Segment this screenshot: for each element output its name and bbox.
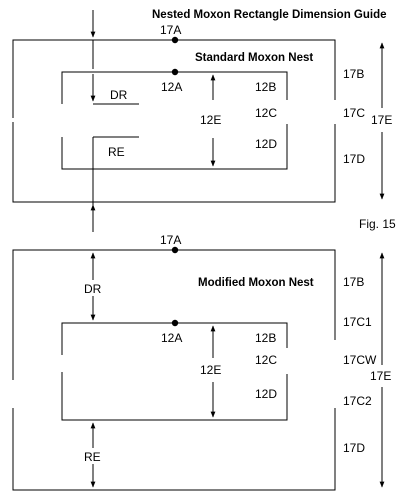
label-17c: 17C: [343, 106, 365, 120]
label-12d: 12D: [255, 137, 277, 151]
label-17a: 17A: [160, 23, 181, 37]
label-17a-modified: 17A: [160, 233, 181, 247]
label-17b-modified: 17B: [343, 275, 364, 289]
label-dr-modified: DR: [84, 282, 102, 296]
label-17c2: 17C2: [343, 394, 372, 408]
feed-point-17-dot: [171, 36, 179, 44]
label-12a: 12A: [161, 80, 182, 94]
label-12c: 12C: [255, 106, 277, 120]
label-17e-modified: 17E: [370, 369, 391, 383]
label-12b: 12B: [255, 80, 276, 94]
inner-12-rectangle-bottom: [61, 124, 288, 170]
label-17b: 17B: [343, 67, 364, 81]
heading-modified-moxon-nest: Modified Moxon Nest: [198, 277, 314, 289]
figure-title: Nested Moxon Rectangle Dimension Guide: [152, 9, 387, 21]
label-17e-top: 17E: [371, 113, 392, 127]
label-17c1: 17C1: [343, 315, 372, 329]
label-17d: 17D: [343, 152, 365, 166]
label-12e: 12E: [200, 113, 221, 127]
outer-17-rectangle-bottom-modified: [12, 408, 336, 491]
label-17cw: 17CW: [343, 353, 377, 367]
modified-moxon-nest-diagram: 17A Modified Moxon Nest DR 12A 12B 12C 1…: [12, 233, 391, 491]
feed-point-12-dot-modified: [171, 319, 179, 327]
label-12c-modified: 12C: [255, 353, 277, 367]
label-17d-modified: 17D: [343, 441, 365, 455]
label-12e-modified: 12E: [200, 363, 221, 377]
label-re-top: RE: [108, 145, 125, 159]
feed-point-17-dot-modified: [171, 246, 179, 254]
label-12a-modified: 12A: [161, 331, 182, 345]
feed-point-12-dot: [171, 68, 179, 76]
figure-number-label: Fig. 15: [359, 217, 396, 231]
label-dr-top: DR: [110, 88, 128, 102]
label-12b-modified: 12B: [255, 331, 276, 345]
label-re-modified: RE: [84, 450, 101, 464]
outer-17-rectangle-bottom: [12, 122, 336, 203]
outer-17-rectangle-top-modified: [12, 249, 336, 380]
heading-standard-moxon-nest: Standard Moxon Nest: [195, 52, 313, 64]
label-12d-modified: 12D: [255, 387, 277, 401]
standard-moxon-nest-diagram: 17A Standard Moxon Nest 12A 12B 12C 12E …: [12, 10, 392, 232]
inner-12-rectangle-bottom-modified: [61, 372, 288, 421]
